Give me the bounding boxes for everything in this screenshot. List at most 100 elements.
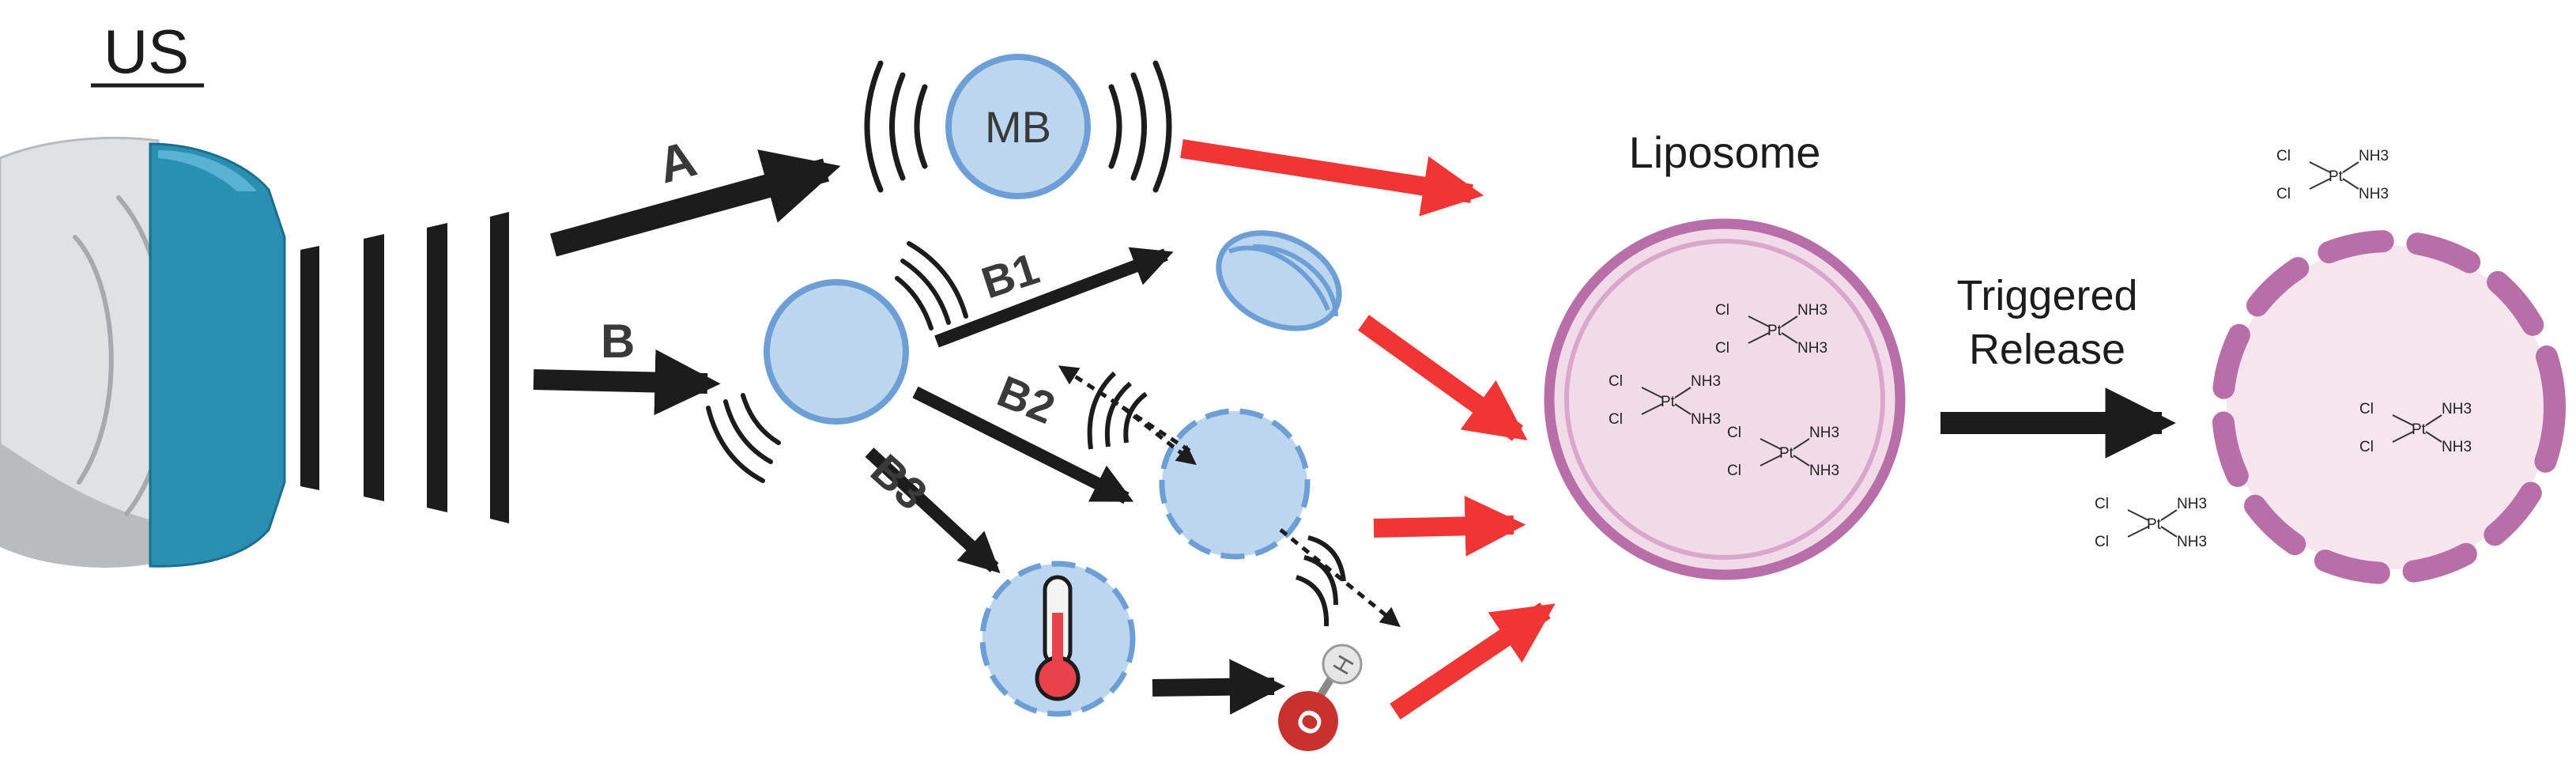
- triggered-release-line2: Release: [1969, 326, 2125, 373]
- cisplatin-cl: Cl: [1609, 373, 1623, 390]
- transducer-shade: [0, 443, 158, 567]
- arrow-b3: [865, 448, 1001, 573]
- red-arrow-from-b1: [1358, 315, 1528, 441]
- microbubble-b: [706, 241, 968, 483]
- b-arc-upper-1: [895, 276, 933, 330]
- b-arc-lower-1: [741, 393, 781, 445]
- microbubble-circle: [945, 54, 1091, 199]
- shock-arc-u3: [1087, 371, 1117, 450]
- mb-arc-left-3: [864, 60, 884, 193]
- mb-arc-right-2: [1130, 72, 1147, 181]
- wave-bar-4: [490, 212, 509, 523]
- label-a: A: [652, 130, 702, 194]
- transducer-head-highlight: [158, 150, 257, 191]
- cisplatin-nh3: NH3: [1809, 463, 1839, 479]
- b-arc-lower-2: [723, 399, 773, 464]
- cisplatin-molecule: Cl Cl Pt NH3 NH3: [1727, 425, 1839, 479]
- cisplatin-molecule: Cl Cl Pt NH3 NH3: [2359, 401, 2472, 455]
- cisplatin-pt: Pt: [1661, 394, 1676, 410]
- liposome-inner-membrane: [1564, 239, 1885, 560]
- b-arc-lower-3: [706, 406, 765, 483]
- arrow-a: [550, 149, 841, 257]
- cisplatin-pt: Pt: [2329, 168, 2344, 185]
- shock-line-upper-2: [1121, 406, 1197, 466]
- wave-bar-1: [300, 246, 319, 490]
- cisplatin-nh3: NH3: [2359, 186, 2389, 202]
- cisplatin-molecule: Cl Cl Pt NH3 NH3: [1715, 302, 1827, 357]
- liposome-intact: [1544, 218, 1906, 580]
- cisplatin-cl: Cl: [1609, 411, 1623, 428]
- cisplatin-cl: Cl: [2095, 534, 2109, 550]
- cisplatin-nh3: NH3: [2442, 439, 2472, 455]
- heated-bubble-b3: [979, 561, 1136, 717]
- microbubble-b-circle: [764, 279, 909, 425]
- collapsed-bubble-fold-2: [1252, 244, 1338, 317]
- cisplatin-pt: Pt: [2147, 516, 2162, 533]
- hydrogen-atom: [1322, 644, 1363, 685]
- transducer-curve-1: [73, 235, 114, 485]
- cisplatin-cl: Cl: [2359, 401, 2374, 417]
- cisplatin-nh3: NH3: [1691, 373, 1721, 390]
- mb-arc-left-1: [914, 84, 928, 169]
- cisplatin-nh3: NH3: [2177, 534, 2207, 550]
- arrow-heat-to-radical: [1152, 659, 1286, 715]
- mb-arc-right-1: [1108, 84, 1122, 169]
- cisplatin-cl: Cl: [1715, 340, 1729, 357]
- us-label: US: [104, 17, 189, 86]
- cisplatin-nh3: NH3: [2177, 496, 2207, 512]
- triggered-release-line1: Triggered: [1956, 272, 2137, 319]
- cisplatin-nh3: NH3: [1809, 425, 1839, 441]
- label-b2: B2: [991, 366, 1062, 433]
- cisplatin-nh3: NH3: [1797, 302, 1827, 319]
- shock-arc-l3: [1296, 575, 1329, 627]
- shock-arc-l2: [1303, 555, 1338, 606]
- liposome-disrupted: [2212, 230, 2566, 584]
- shock-arc-l1: [1307, 535, 1346, 582]
- arrow-b: [533, 349, 721, 416]
- cisplatin-cl: Cl: [1715, 302, 1729, 319]
- liposome-label: Liposome: [1629, 127, 1821, 177]
- wave-bar-3: [427, 223, 447, 512]
- collapsed-bubble-fold-1: [1228, 245, 1330, 312]
- liposome-outer-membrane: [1544, 218, 1906, 580]
- cisplatin-cl: Cl: [2095, 496, 2109, 512]
- arrow-b2: [912, 386, 1134, 504]
- cisplatin-cl: Cl: [2359, 439, 2374, 455]
- b-arc-upper-3: [907, 241, 968, 319]
- cisplatin-cl: Cl: [1727, 425, 1741, 441]
- cisplatin-nh3: NH3: [1797, 340, 1827, 357]
- label-b: B: [601, 315, 635, 368]
- cisplatin-pt: Pt: [2412, 421, 2427, 438]
- b-arc-upper-2: [900, 259, 951, 325]
- cisplatin-cl: Cl: [2276, 148, 2291, 164]
- cisplatin-pt: Pt: [1779, 445, 1794, 462]
- collapsed-bubble-b1: [1216, 230, 1342, 331]
- cisplatin-pt: Pt: [1767, 323, 1782, 339]
- wave-bar-2: [364, 234, 384, 501]
- red-arrow-from-mb: [1180, 139, 1484, 217]
- shockwave-lower: [1279, 528, 1401, 628]
- oxygen-atom: [1278, 691, 1338, 751]
- cisplatin-cl: Cl: [2276, 186, 2291, 202]
- arrow-b1: [934, 247, 1174, 348]
- thermometer-mercury: [1052, 613, 1063, 676]
- hydroxyl-radical: O H: [1278, 644, 1363, 751]
- collapsed-bubble-shape: [1216, 230, 1342, 331]
- shock-arc-u2: [1104, 381, 1132, 448]
- shock-arc-u1: [1123, 391, 1148, 444]
- transducer-head: [149, 142, 286, 568]
- microbubble-mb: MB: [864, 54, 1172, 199]
- microbubble-label: MB: [985, 102, 1051, 152]
- cisplatin-molecule: Cl Cl Pt NH3 NH3: [2095, 496, 2207, 550]
- cisplatin-nh3: NH3: [2442, 401, 2472, 417]
- ultrasound-transducer: [0, 137, 286, 568]
- ultrasound-waves: [300, 212, 509, 523]
- liposome-disrupted-membrane: [2212, 230, 2566, 584]
- thermometer-icon: [1035, 575, 1081, 701]
- shock-line-lower: [1279, 528, 1401, 628]
- mb-arc-right-3: [1152, 60, 1172, 193]
- cisplatin-molecule: Cl Cl Pt NH3 NH3: [2276, 148, 2389, 202]
- cisplatin-molecule: Cl Cl Pt NH3 NH3: [1609, 373, 1721, 428]
- red-arrow-from-radical: [1390, 602, 1556, 719]
